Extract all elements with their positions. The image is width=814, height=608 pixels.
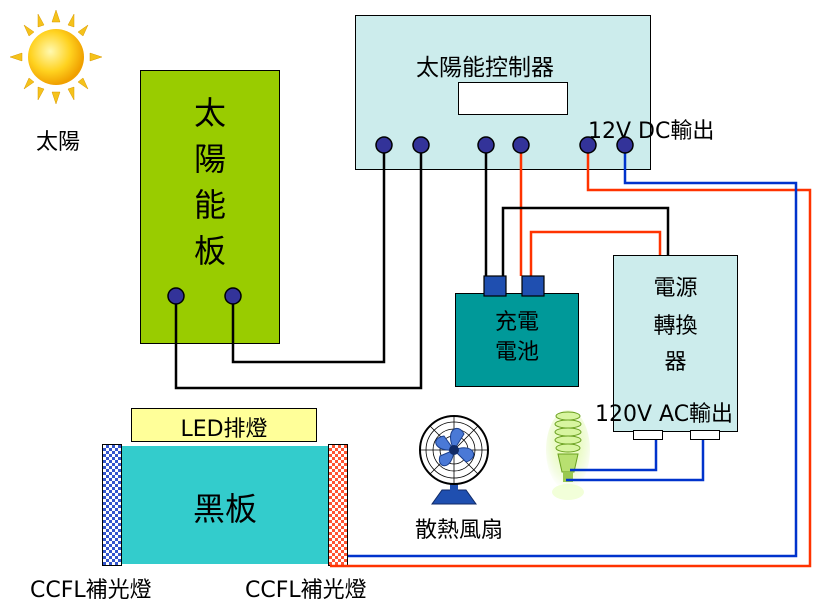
wire-ac-bulb <box>566 440 705 482</box>
wire-panel-pos <box>231 145 386 364</box>
wire-ac-fan <box>570 440 658 472</box>
ccfl-left-label: CCFL補光燈 <box>30 578 152 603</box>
blackboard: 黑板 <box>120 446 330 564</box>
sun-label: 太陽 <box>36 130 81 155</box>
fan-label: 散熱風扇 <box>415 518 504 543</box>
ccfl-lamp-right <box>328 444 348 566</box>
power-inverter: 電源 轉換 器 <box>613 255 738 432</box>
led-bar-label: LED排燈 <box>180 417 268 442</box>
solar-controller: 太陽能控制器 <box>355 15 651 170</box>
dc-output-label: 12V DC輸出 <box>588 119 715 144</box>
inverter-outlet-left <box>633 430 663 440</box>
sun-icon <box>9 8 103 118</box>
ac-output-label: 120V AC輸出 <box>595 402 734 427</box>
wire-dc-out-blue <box>348 145 798 558</box>
inverter-line-1: 電源 <box>653 276 698 301</box>
controller-terminal-5 <box>579 136 597 154</box>
battery-line-1: 充電 <box>494 310 539 335</box>
controller-terminal-6 <box>616 136 634 154</box>
battery-line-2: 電池 <box>494 340 539 365</box>
wire-dc-out-red <box>330 145 812 568</box>
controller-title: 太陽能控制器 <box>416 55 554 81</box>
panel-terminal-2 <box>224 287 242 305</box>
controller-terminal-2 <box>412 136 430 154</box>
controller-terminal-4 <box>512 136 530 154</box>
battery-terminal-neg <box>483 275 507 297</box>
inverter-outlet-right <box>690 430 720 440</box>
rechargeable-battery: 充電 電池 <box>455 293 579 387</box>
wire-panel-neg <box>174 145 423 390</box>
solar-panel-char-4: 板 <box>193 232 226 270</box>
solar-panel-char-1: 太 <box>193 94 226 132</box>
solar-panel-char-2: 陽 <box>193 140 226 178</box>
inverter-line-3: 器 <box>664 350 687 375</box>
fan-icon <box>414 412 494 508</box>
solar-panel: 太 陽 能 板 <box>140 70 280 344</box>
led-light-bar: LED排燈 <box>131 408 317 442</box>
controller-display <box>458 82 568 115</box>
wire-batt-inv-neg <box>501 206 670 276</box>
battery-terminal-pos <box>521 275 545 297</box>
solar-panel-char-3: 能 <box>193 186 226 224</box>
ccfl-right-label: CCFL補光燈 <box>245 578 367 603</box>
ccfl-lamp-left <box>102 444 122 566</box>
inverter-line-2: 轉換 <box>653 314 698 339</box>
panel-terminal-1 <box>167 287 185 305</box>
controller-terminal-3 <box>477 136 495 154</box>
controller-terminal-1 <box>375 136 393 154</box>
blackboard-label: 黑板 <box>192 490 257 528</box>
wire-batt-inv-pos <box>529 230 662 276</box>
